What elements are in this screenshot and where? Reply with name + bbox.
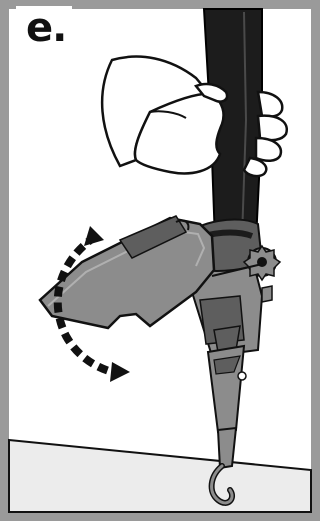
step-label: e. bbox=[16, 6, 72, 54]
